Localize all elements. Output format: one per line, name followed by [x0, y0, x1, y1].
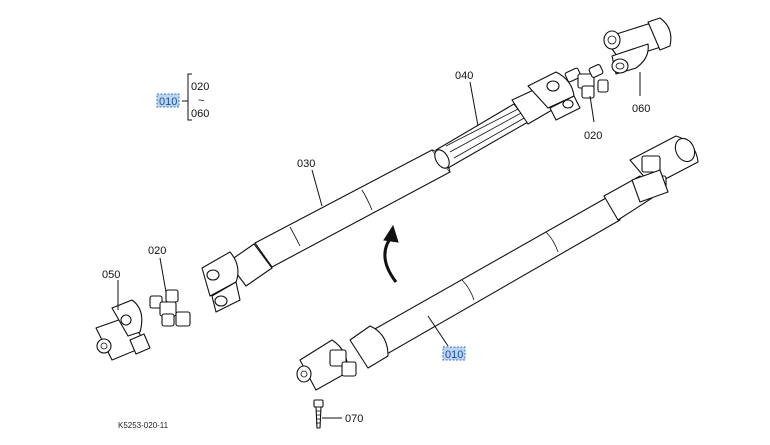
range-ref-label[interactable]: 010 — [159, 96, 177, 108]
yoke-040 — [511, 71, 581, 125]
callout-010-highlight[interactable] — [442, 346, 466, 361]
upper-shaft-assembly — [201, 71, 581, 313]
callout-030[interactable]: 030 — [297, 158, 315, 170]
bolt-070 — [313, 399, 324, 429]
callout-020-left[interactable]: 020 — [148, 245, 166, 257]
range-from-label: 020 — [191, 81, 209, 93]
range-ref-highlight[interactable] — [156, 93, 180, 108]
callout-040[interactable]: 040 — [455, 70, 473, 82]
splined-shaft-040 — [434, 103, 529, 169]
callout-050[interactable]: 050 — [102, 269, 120, 281]
leader-lines — [117, 72, 641, 419]
outer-tube-030 — [254, 149, 451, 268]
callout-070[interactable]: 070 — [345, 413, 363, 425]
callout-020-top[interactable]: 020 — [584, 130, 602, 142]
range-bracket — [187, 73, 192, 121]
cross-020-lower — [149, 289, 191, 327]
figure-code: K5253-020-11 — [118, 421, 169, 430]
callout-010[interactable]: 010 — [445, 349, 463, 361]
callout-060[interactable]: 060 — [632, 103, 650, 115]
yoke-030 — [201, 243, 273, 313]
range-to-label: 060 — [191, 108, 209, 120]
assembly-arrow — [383, 224, 399, 283]
range-tilde: ~ — [198, 95, 204, 107]
range-note: 010 020 ~ 060 — [156, 73, 209, 121]
yoke-060 — [603, 17, 672, 75]
yoke-050 — [95, 299, 151, 361]
assembled-shaft-010 — [296, 135, 699, 391]
cross-020-upper — [564, 64, 609, 99]
